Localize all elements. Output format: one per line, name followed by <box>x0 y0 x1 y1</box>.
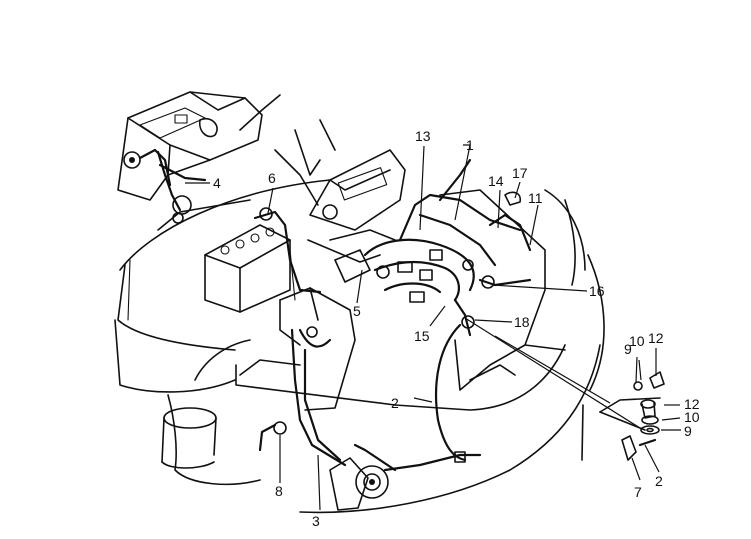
callout-7: 7 <box>634 484 642 500</box>
callout-12-lower: 12 <box>684 396 700 412</box>
callout-3: 3 <box>312 513 320 529</box>
battery <box>204 207 322 313</box>
callout-15: 15 <box>414 328 430 344</box>
callout-10: 10 <box>629 333 645 349</box>
round-container <box>161 407 217 469</box>
callout-2-hardware: 2 <box>655 473 663 489</box>
callout-11: 11 <box>528 190 543 206</box>
callout-1: 1 <box>466 137 474 153</box>
callout-18: 18 <box>514 314 530 330</box>
harness-loops <box>258 323 467 462</box>
callout-2: 2 <box>391 395 399 411</box>
callout-5: 5 <box>353 303 361 319</box>
callout-16: 16 <box>589 283 605 299</box>
callouts: 1 2 2 3 4 5 6 7 8 9 9 10 10 11 12 12 13 … <box>213 128 700 529</box>
callout-9-lower: 9 <box>684 423 692 439</box>
callout-13: 13 <box>415 128 431 144</box>
hardware-fasteners <box>599 371 665 461</box>
callout-4: 4 <box>213 175 221 191</box>
callout-8: 8 <box>275 483 283 499</box>
vehicle-body-outline <box>114 94 605 514</box>
callout-14: 14 <box>488 173 504 189</box>
main-harness <box>329 158 532 337</box>
relay-box <box>307 149 406 283</box>
instrument-panel <box>117 91 263 224</box>
console-box <box>279 287 356 467</box>
callout-10-lower: 10 <box>684 409 700 425</box>
frame-pedestal <box>439 189 566 391</box>
callout-6: 6 <box>268 170 276 186</box>
leader-lines <box>185 144 681 511</box>
callout-12: 12 <box>648 330 664 346</box>
callout-17: 17 <box>512 165 528 181</box>
callout-9: 9 <box>624 341 632 357</box>
horn-assembly <box>329 443 482 511</box>
